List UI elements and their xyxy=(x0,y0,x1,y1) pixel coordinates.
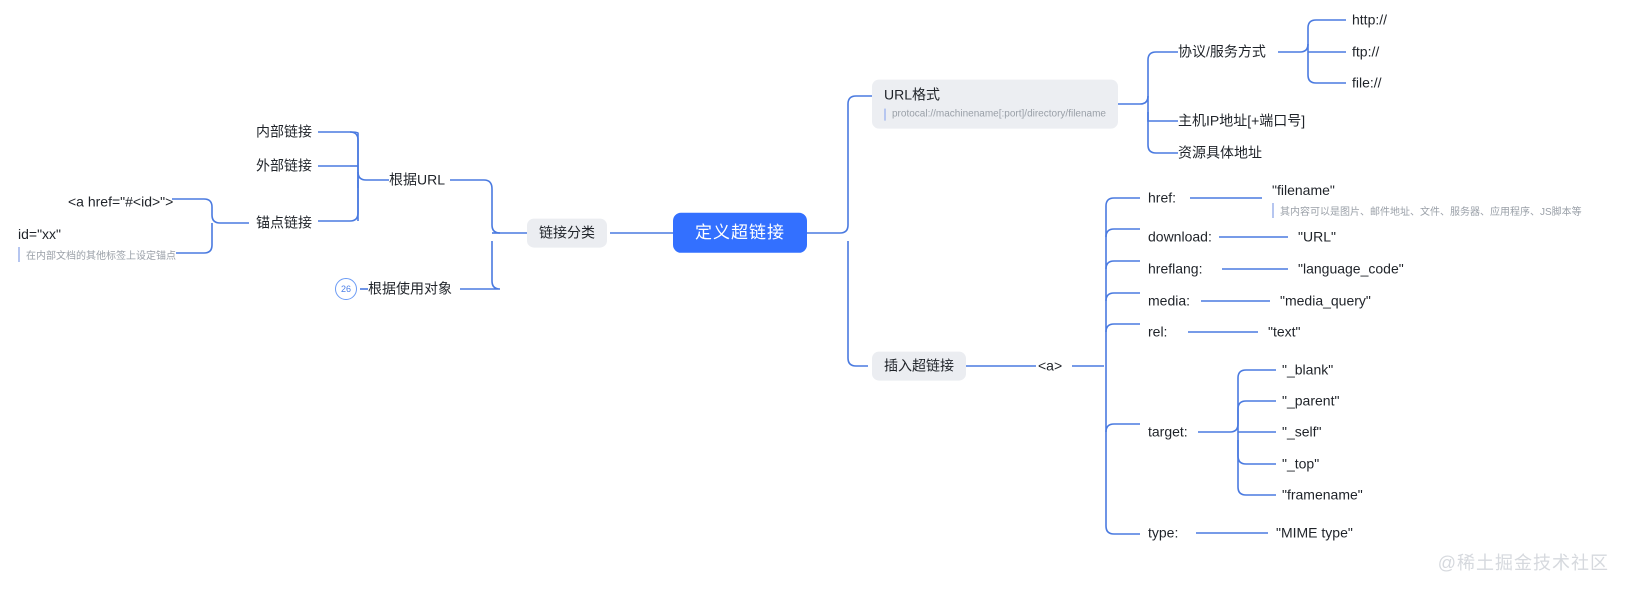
attr-hreflang-value[interactable]: "language_code" xyxy=(1298,260,1404,277)
attr-href-name[interactable]: href: xyxy=(1148,189,1177,206)
node-anchor-link[interactable]: 锚点链接 xyxy=(256,214,312,231)
node-protocol-http[interactable]: http:// xyxy=(1352,11,1388,28)
note-href: 其内容可以是图片、邮件地址、文件、服务器、应用程序、JS脚本等 xyxy=(1272,202,1582,218)
node-protocol-file[interactable]: file:// xyxy=(1352,74,1382,91)
node-external-link[interactable]: 外部链接 xyxy=(256,157,312,174)
attr-media-value[interactable]: "media_query" xyxy=(1280,292,1371,309)
attr-type-value[interactable]: "MIME type" xyxy=(1276,524,1353,541)
node-anchor-id-group[interactable]: id="xx" 在内部文档的其他标签上设定锚点 xyxy=(18,226,176,262)
watermark: @稀土掘金技术社区 xyxy=(1437,553,1609,573)
note-anchor-id: 在内部文档的其他标签上设定锚点 xyxy=(18,246,176,262)
node-resource-address[interactable]: 资源具体地址 xyxy=(1178,144,1262,161)
target-option-blank[interactable]: "_blank" xyxy=(1282,361,1334,378)
node-by-url[interactable]: 根据URL xyxy=(389,171,446,188)
target-option-parent[interactable]: "_parent" xyxy=(1282,392,1340,409)
node-url-format-title: URL格式 xyxy=(884,86,941,103)
node-anchor-href-code[interactable]: <a href="#<id>"> xyxy=(68,193,174,210)
node-insert-hyperlink[interactable]: 插入超链接 xyxy=(872,351,966,381)
node-protocol-ftp[interactable]: ftp:// xyxy=(1352,43,1380,60)
attr-download-value[interactable]: "URL" xyxy=(1298,228,1336,245)
attr-rel-name[interactable]: rel: xyxy=(1148,323,1168,340)
node-link-category[interactable]: 链接分类 xyxy=(527,218,607,248)
attr-hreflang-name[interactable]: hreflang: xyxy=(1148,260,1203,277)
attr-href-value: "filename" xyxy=(1272,182,1335,198)
node-protocol[interactable]: 协议/服务方式 xyxy=(1178,43,1266,60)
target-option-top[interactable]: "_top" xyxy=(1282,455,1320,472)
node-internal-link[interactable]: 内部链接 xyxy=(256,123,312,140)
node-a-tag[interactable]: <a> xyxy=(1038,357,1063,374)
root-node[interactable]: 定义超链接 xyxy=(673,212,807,254)
attr-media-name[interactable]: media: xyxy=(1148,292,1191,309)
node-host-ip[interactable]: 主机IP地址[+端口号] xyxy=(1178,112,1306,129)
note-url-format: protocal://machinename[:port]/directory/… xyxy=(884,108,1106,121)
node-url-format[interactable]: URL格式 protocal://machinename[:port]/dire… xyxy=(872,79,1118,129)
badge-count-by-usage[interactable]: 26 xyxy=(335,278,357,300)
attr-target-name[interactable]: target: xyxy=(1148,423,1188,440)
attr-href-value-group[interactable]: "filename" 其内容可以是图片、邮件地址、文件、服务器、应用程序、JS脚… xyxy=(1272,182,1582,218)
attr-rel-value[interactable]: "text" xyxy=(1268,323,1301,340)
target-option-framename[interactable]: "framename" xyxy=(1282,486,1363,503)
node-by-usage[interactable]: 根据使用对象 xyxy=(368,280,452,297)
node-anchor-id-code: id="xx" xyxy=(18,226,62,242)
attr-type-name[interactable]: type: xyxy=(1148,524,1179,541)
target-option-self[interactable]: "_self" xyxy=(1282,423,1322,440)
attr-download-name[interactable]: download: xyxy=(1148,228,1212,245)
